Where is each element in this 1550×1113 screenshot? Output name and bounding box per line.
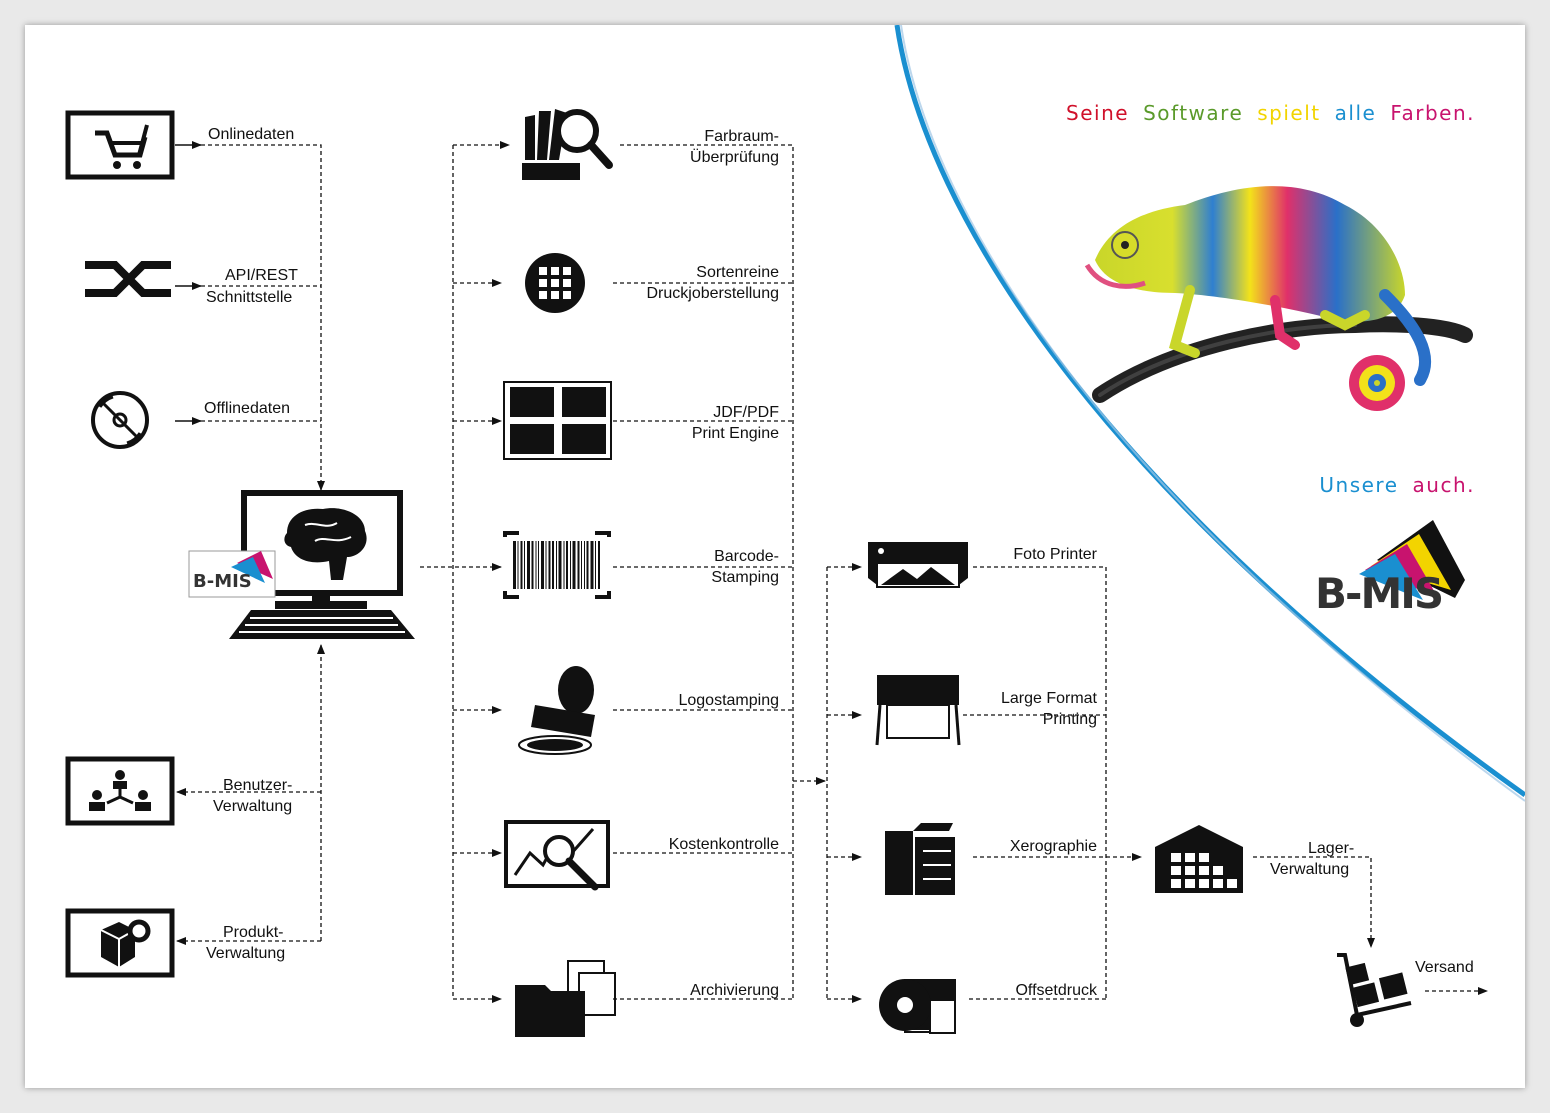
- barcode-icon: [505, 533, 609, 597]
- color-fan-magnifier-icon: [522, 109, 609, 180]
- slogan-word: Software: [1143, 101, 1243, 125]
- hand-truck-icon: [1337, 955, 1411, 1027]
- copier-icon: [885, 823, 955, 895]
- process-label-6-line1: Kostenkontrolle: [669, 836, 779, 853]
- slogan-word: spielt: [1257, 101, 1320, 125]
- slogan-word: Unsere: [1319, 473, 1398, 497]
- product-gear-icon: [68, 911, 172, 975]
- stamp-icon: [519, 666, 595, 754]
- logo-text: B-MIS: [1315, 569, 1442, 618]
- printer-label-4-line1: Offsetdruck: [1015, 982, 1098, 999]
- process-label-1-line1: Farbraum-: [704, 128, 779, 145]
- brand-panel: [897, 25, 1525, 801]
- process-label-3-line1: JDF/PDF: [713, 404, 779, 421]
- label-onlinedaten: Onlinedaten: [208, 126, 294, 143]
- label-api-line2: Schnittstelle: [206, 289, 292, 306]
- slogan-word: alle: [1335, 101, 1377, 125]
- label-products-line1: Produkt-: [223, 924, 283, 941]
- photo-printer-icon: [868, 542, 968, 588]
- process-label-3-line2: Print Engine: [692, 425, 779, 442]
- process-label-1-line2: Überprüfung: [690, 148, 779, 166]
- slogan-word: auch.: [1413, 473, 1475, 497]
- warehouse-icon: [1155, 825, 1243, 893]
- process-label-5-line1: Logostamping: [678, 692, 779, 709]
- paper-roll-icon: [879, 979, 955, 1033]
- process-label-7-line1: Archivierung: [690, 982, 779, 999]
- large-format-printer-icon: [877, 675, 959, 745]
- core-badge: B-MIS: [189, 551, 275, 597]
- process-label-4-line1: Barcode-: [714, 548, 779, 565]
- folder-archive-icon: [515, 961, 615, 1037]
- printer-label-1-line1: Foto Printer: [1013, 546, 1097, 563]
- printer-label-2-line2: Printing: [1043, 711, 1097, 728]
- shuffle-icon: [85, 265, 171, 293]
- label-versand: Versand: [1415, 959, 1474, 976]
- chart-magnifier-icon: [506, 822, 608, 887]
- diagram-sheet: Seine Software spielt alle Farben. Unsere auc…: [25, 25, 1525, 1088]
- label-lager-line2: Verwaltung: [1270, 861, 1349, 878]
- process-label-4-line2: Stamping: [711, 569, 779, 586]
- user-group-icon: [68, 759, 172, 823]
- slogan-word: Seine: [1066, 101, 1129, 125]
- imposition-sheet-icon: [504, 382, 611, 459]
- printer-label-3-line1: Xerographie: [1010, 838, 1097, 855]
- slogan-line-1: Seine Software spielt alle Farben.: [1066, 101, 1475, 125]
- printer-label-2-line1: Large Format: [1001, 690, 1098, 707]
- grid-circle-icon: [525, 253, 585, 313]
- label-users-line2: Verwaltung: [213, 798, 292, 815]
- core-badge-text: B-MIS: [193, 571, 252, 592]
- process-label-2-line2: Druckjoberstellung: [646, 285, 779, 302]
- process-label-2-line1: Sortenreine: [696, 264, 779, 281]
- slogan-line-2: Unsere auch.: [1319, 473, 1475, 497]
- label-lager-line1: Lager-: [1308, 840, 1354, 857]
- label-offlinedaten: Offlinedaten: [204, 400, 290, 417]
- slogan-word: Farben.: [1390, 101, 1475, 125]
- disc-icon: [93, 393, 147, 447]
- label-api-line1: API/REST: [225, 267, 298, 284]
- shopping-cart-icon: [68, 113, 172, 177]
- printer-connectors: [827, 567, 1141, 999]
- label-products-line2: Verwaltung: [206, 945, 285, 962]
